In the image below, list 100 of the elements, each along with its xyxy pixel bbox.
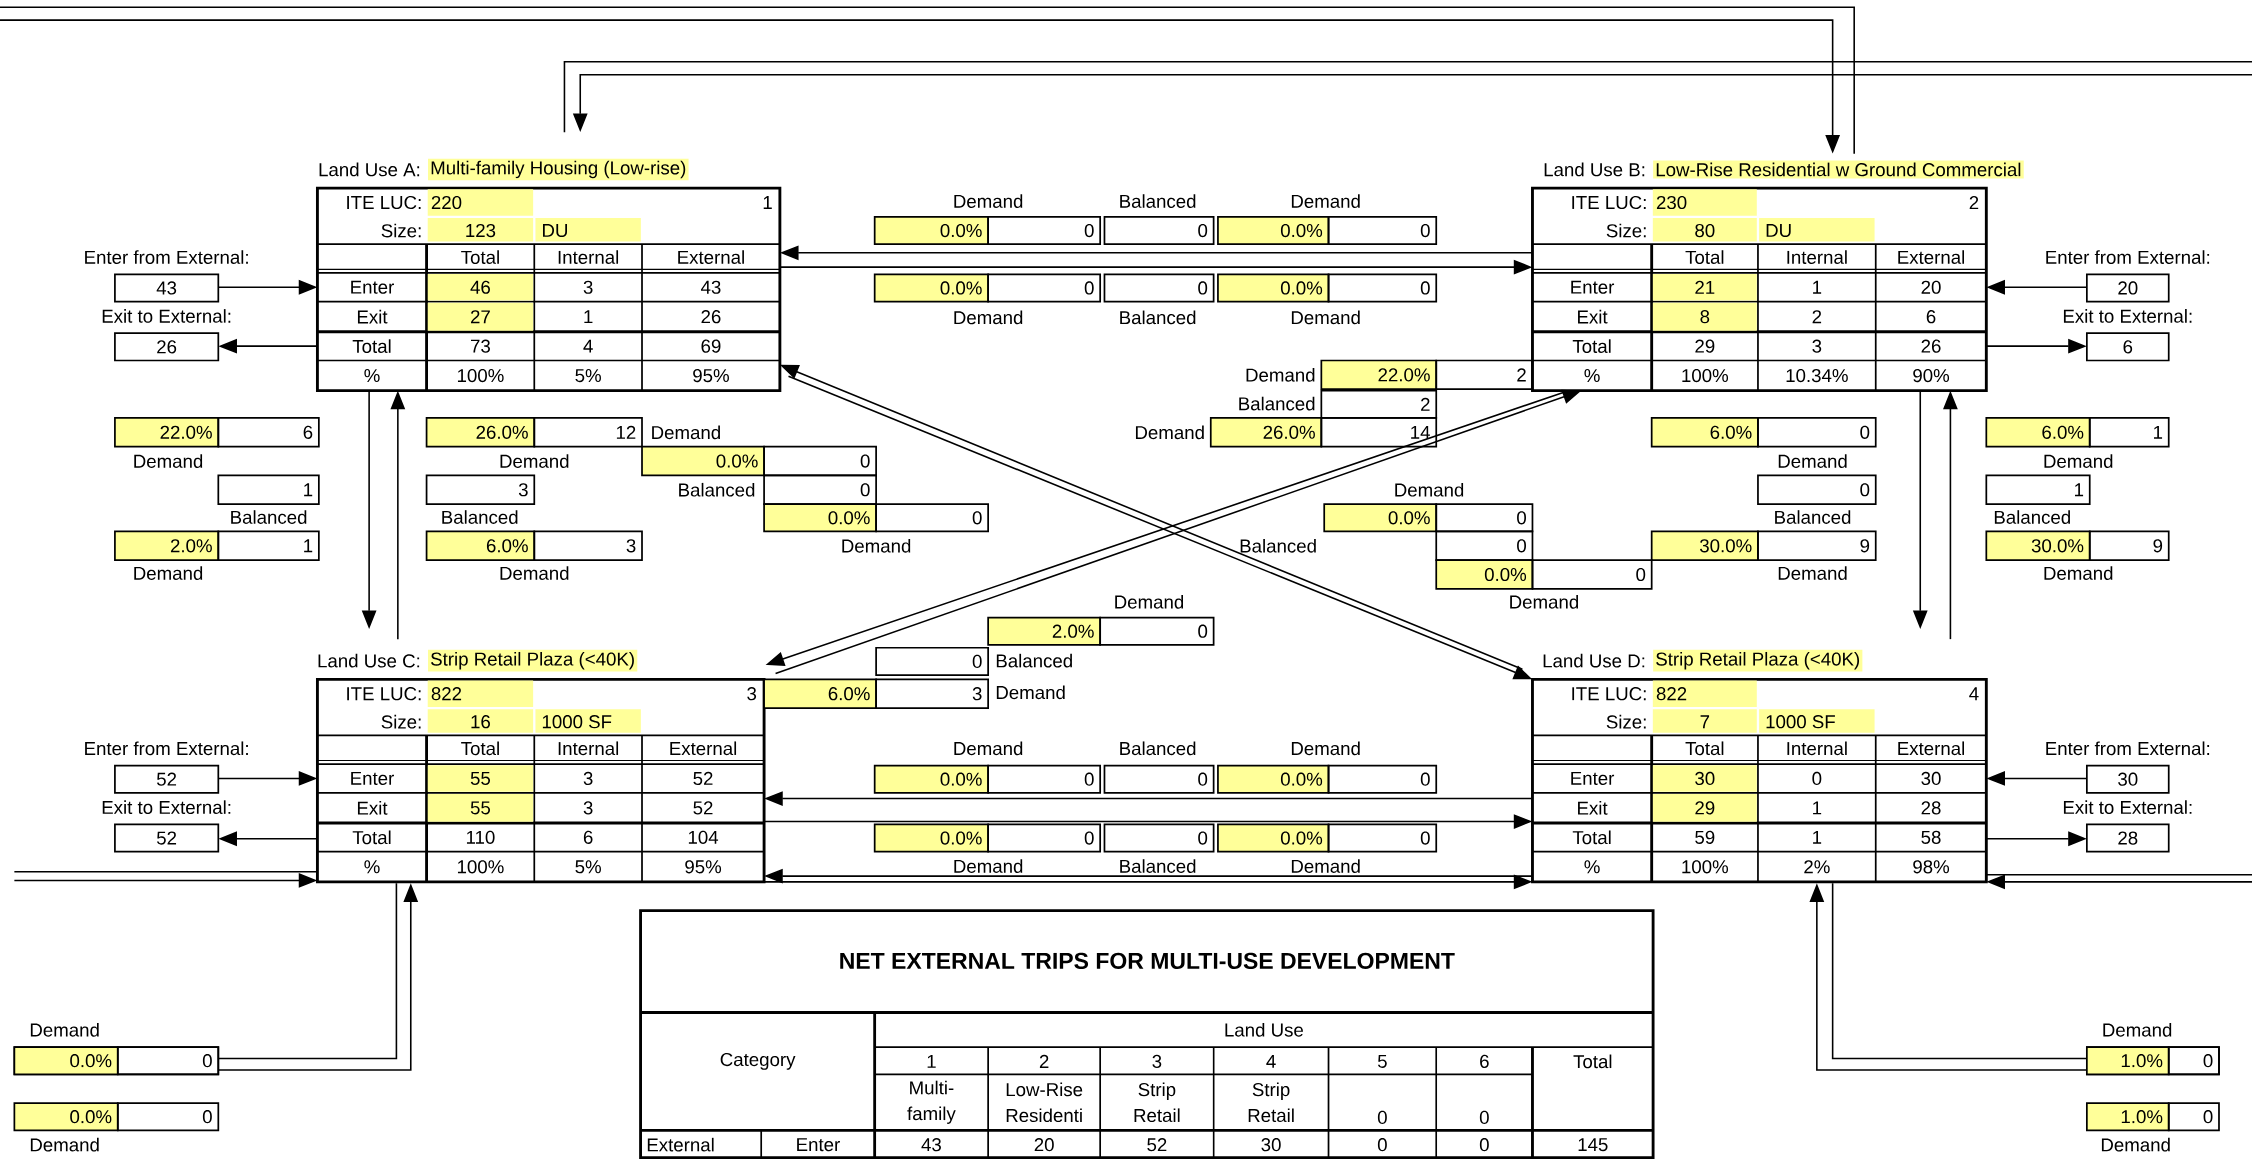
column-header: External <box>1898 741 1964 756</box>
table-cell: 7 <box>1652 709 1757 733</box>
cell-caption: Balanced <box>442 510 518 524</box>
row-header: Enter <box>1571 771 1615 785</box>
value-cell: 0 <box>1103 764 1215 794</box>
connector-line <box>13 871 319 873</box>
table-cell: 3 <box>1812 339 1822 353</box>
value-cell: 0.0% <box>1217 273 1330 303</box>
column-header: Strip Retail <box>1134 1082 1180 1123</box>
cell-caption: Demand <box>500 566 569 580</box>
land-use-table <box>1531 160 2024 393</box>
value-cell: 2 <box>1435 359 1534 391</box>
row-header: Enter <box>797 1138 840 1152</box>
table-cell: 6 <box>583 830 593 844</box>
table-cell: 5% <box>575 860 601 874</box>
cell-caption: Demand <box>500 454 569 468</box>
table-cell: DU <box>535 218 641 242</box>
cell-caption: Balanced <box>1120 310 1196 325</box>
column-header: Land Use <box>1225 1022 1303 1037</box>
table-cell: 1000 SF <box>535 709 641 733</box>
value-cell: 6.0% <box>1650 417 1759 448</box>
table-cell: 95% <box>685 860 722 874</box>
value-cell: 22.0% <box>114 417 220 448</box>
box-caption: Enter from External: <box>2046 250 2210 264</box>
cell-caption: Demand <box>1135 425 1204 440</box>
column-header: Internal <box>1787 741 1847 756</box>
value-cell: 6 <box>217 417 320 448</box>
cell-caption: Balanced <box>1239 396 1315 411</box>
cell-caption: Demand <box>842 538 911 553</box>
row-header: Total <box>352 830 391 845</box>
table-cell: 26 <box>701 310 721 324</box>
land-use-table <box>1531 649 1988 884</box>
value-cell: 9 <box>1757 530 1877 561</box>
table-cell: 98% <box>1913 860 1950 874</box>
value-cell: 0.0% <box>1435 559 1534 590</box>
value-cell: 0.0% <box>1217 216 1330 245</box>
table-cell: 100% <box>1682 860 1729 874</box>
value-cell: 0.0% <box>873 216 989 245</box>
table-cell: 0 <box>1479 1138 1489 1152</box>
column-header: External <box>1898 250 1964 264</box>
table-cell: 52 <box>693 771 713 786</box>
value-box: 28 <box>2086 823 2170 853</box>
cell-caption: Demand <box>1395 482 1464 497</box>
column-header: Low-Rise Residenti <box>1006 1082 1083 1123</box>
table-cell: ITE LUC: <box>1572 195 1646 210</box>
value-cell: 0 <box>1531 559 1653 590</box>
table-cell: 26 <box>1921 339 1941 353</box>
value-cell: 0 <box>1327 216 1438 245</box>
value-cell: 0 <box>1103 823 1215 853</box>
table-cell: 2 <box>1812 310 1822 324</box>
value-cell: 0 <box>987 823 1101 853</box>
table-cell: 220 <box>427 189 534 216</box>
column-header: External <box>670 741 737 756</box>
value-box: 6 <box>2086 332 2170 362</box>
cell-caption: Demand <box>954 859 1023 873</box>
column-header: 2 <box>1039 1054 1049 1068</box>
cell-caption: Demand <box>30 1137 99 1152</box>
value-cell: 12 <box>533 417 643 448</box>
table-cell: 46 <box>427 274 534 301</box>
table-cell: 29 <box>1695 339 1715 353</box>
value-cell: 0.0% <box>873 273 989 303</box>
row-header: % <box>1584 369 1600 383</box>
value-cell: 0.0% <box>641 445 765 477</box>
table-cell: 1 <box>763 196 772 209</box>
cell-caption: Demand <box>2044 454 2113 468</box>
table-cell: 20 <box>1034 1138 1054 1152</box>
table-cell: 52 <box>693 801 713 815</box>
cell-caption: Balanced <box>1120 859 1196 873</box>
cell-caption: Demand <box>134 454 203 468</box>
cell-caption: Demand <box>1291 310 1360 325</box>
summary-table <box>639 909 1655 1159</box>
cell-caption: Demand <box>1115 594 1184 609</box>
connector-line <box>1985 873 2252 876</box>
table-cell: 4 <box>1969 687 1979 701</box>
land-use-name: Strip Retail Plaza (<40K) <box>1653 649 1863 672</box>
connector-line <box>217 882 398 1060</box>
value-cell: 0 <box>1757 474 1877 505</box>
column-header: 4 <box>1266 1054 1276 1068</box>
table-cell: DU <box>1759 218 1875 242</box>
table-cell: Size: <box>1606 714 1646 729</box>
value-cell: 0.0% <box>1323 503 1438 533</box>
value-cell: 30.0% <box>1650 530 1759 561</box>
column-header: 0 <box>1479 1110 1489 1124</box>
table-cell: 822 <box>427 680 534 707</box>
table-cell: 30 <box>1652 765 1757 792</box>
table-heading: Land Use D: <box>1543 653 1645 668</box>
value-cell: 3 <box>875 678 989 709</box>
value-cell: 0.0% <box>1217 823 1330 853</box>
table-cell: 52 <box>1147 1138 1167 1152</box>
value-cell: 1 <box>2088 417 2170 448</box>
value-box: 52 <box>114 823 220 853</box>
value-cell: 0 <box>875 503 989 533</box>
table-cell: 110 <box>466 830 495 844</box>
box-caption: Enter from External: <box>85 741 248 756</box>
table-cell: 100% <box>457 860 504 874</box>
value-cell: 22.0% <box>1320 359 1438 391</box>
table-cell: 20 <box>1921 280 1941 294</box>
box-caption: Enter from External: <box>85 250 248 264</box>
cell-caption: Balanced <box>231 510 307 524</box>
table-cell: Size: <box>381 223 421 238</box>
